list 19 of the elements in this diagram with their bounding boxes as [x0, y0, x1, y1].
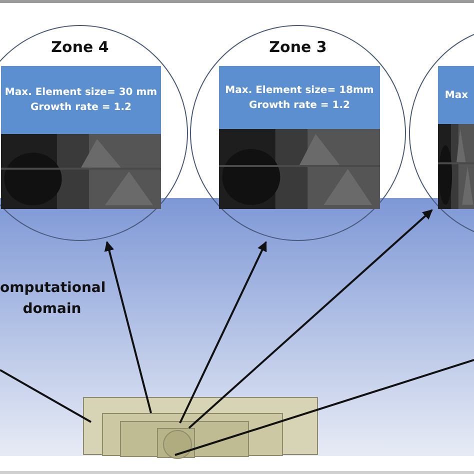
info-box: [219, 66, 380, 129]
info-box: [1, 66, 161, 134]
zone-circle: [163, 430, 192, 459]
zone-rectangle: [120, 421, 249, 457]
zone-title: Zone 3: [268, 38, 328, 56]
domain-label: omputational domain: [0, 279, 104, 319]
zone-rectangle: [102, 413, 283, 456]
info-text: Max. Element size= 18mm Growth rate = 1.2: [224, 84, 375, 112]
info-box: [438, 66, 474, 124]
magnified-circle: [190, 25, 406, 241]
leader-line: [0, 369, 92, 423]
info-text: Max. Element size= 30 mm Growth rate = 1.2: [4, 86, 158, 115]
magnified-circle: [0, 25, 188, 241]
leader-line: [174, 359, 474, 456]
arrow: [179, 241, 267, 424]
zone-square: [157, 428, 195, 458]
info-text: Max: [444, 88, 470, 102]
zone-title: Zone 4: [50, 38, 110, 56]
arrow: [188, 209, 433, 429]
